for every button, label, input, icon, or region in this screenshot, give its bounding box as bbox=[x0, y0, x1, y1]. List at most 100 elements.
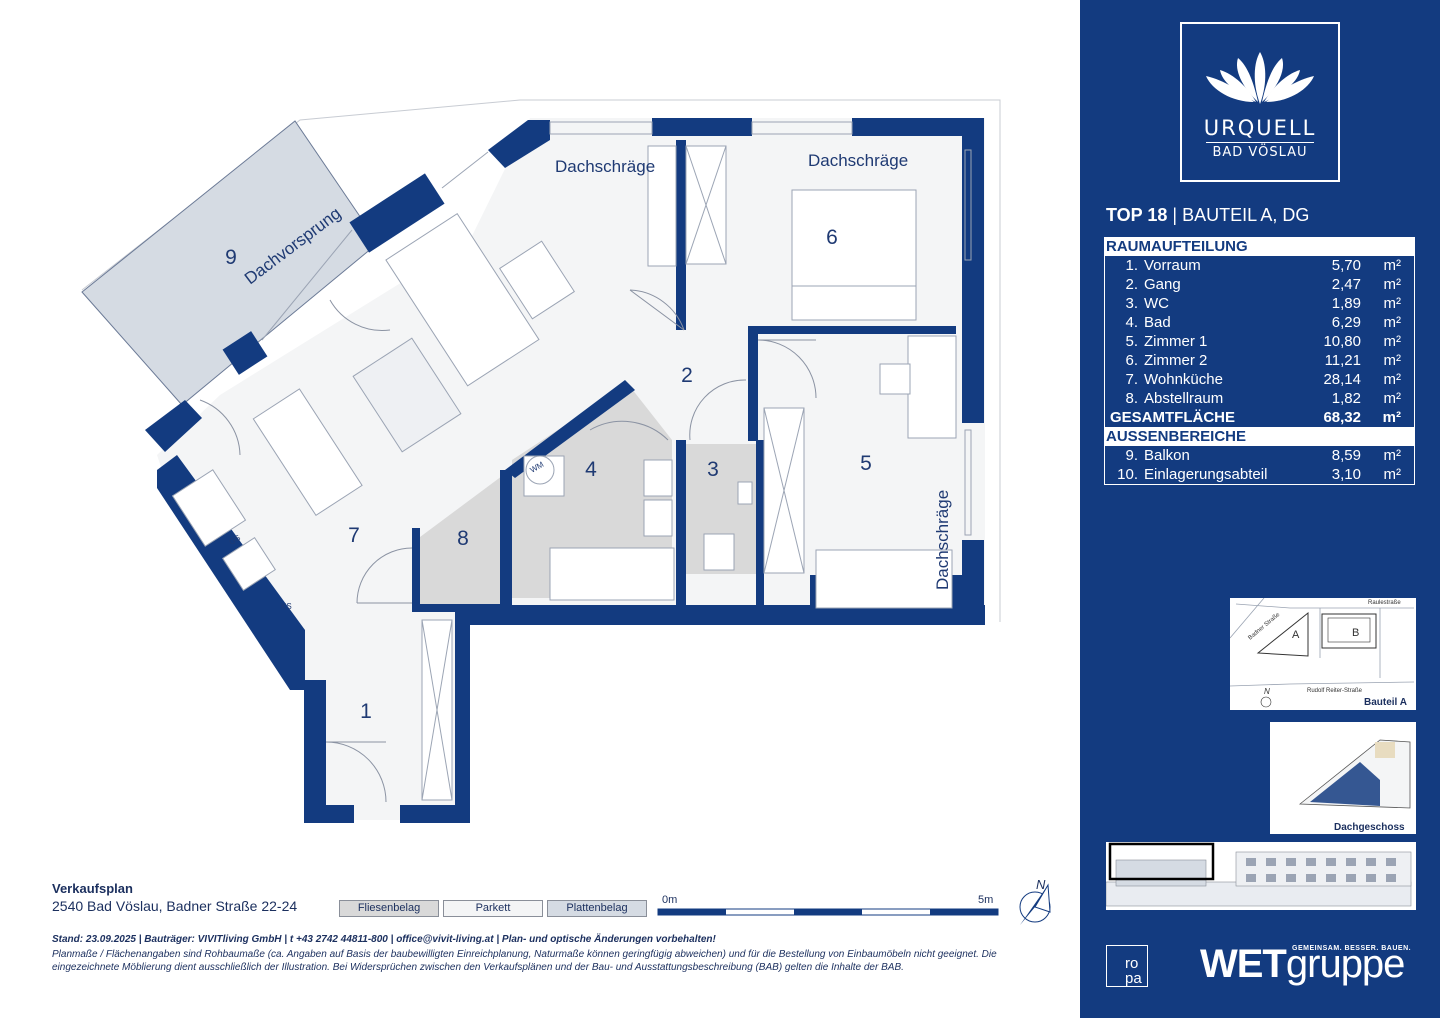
legend-parkett: Parkett bbox=[443, 900, 543, 917]
row-area: 5,70 bbox=[1331, 257, 1361, 274]
row-number: 6. bbox=[1125, 352, 1138, 369]
project-address: 2540 Bad Vöslau, Badner Straße 22-24 bbox=[52, 898, 298, 914]
room-number: 2 bbox=[681, 364, 693, 387]
row-name: WC bbox=[1144, 295, 1169, 312]
unit-number: TOP 18 bbox=[1106, 205, 1168, 225]
floor-map-drawing: Dachgeschoss bbox=[1298, 739, 1411, 833]
row-unit: m² bbox=[1383, 447, 1402, 464]
floor-map-caption: Dachgeschoss bbox=[1334, 822, 1405, 833]
roppa-text-1: ro bbox=[1125, 955, 1139, 972]
north-label: N bbox=[1036, 877, 1046, 892]
row-number: 10. bbox=[1117, 466, 1138, 483]
windows bbox=[261, 121, 972, 536]
row-number: 1. bbox=[1125, 257, 1138, 274]
row-number: 4. bbox=[1125, 314, 1138, 331]
row-number: 9. bbox=[1125, 447, 1138, 464]
site-map-drawing: Raulestraße Badner Straße Rudolf Reiter-… bbox=[1229, 597, 1415, 708]
street-label-top: Raulestraße bbox=[1368, 600, 1401, 606]
row-area: 28,14 bbox=[1323, 371, 1361, 388]
row-unit: m² bbox=[1383, 257, 1402, 274]
row-unit: m² bbox=[1383, 466, 1402, 483]
row-area: 11,21 bbox=[1324, 352, 1361, 369]
row-area: 2,47 bbox=[1331, 276, 1361, 293]
raumaufteilung-heading: RAUMAUFTEILUNG bbox=[1104, 237, 1415, 256]
row-name: Einlagerungsabteil bbox=[1144, 466, 1268, 483]
wet-slogan: GEMEINSAM. BESSER. BAUEN. bbox=[1292, 945, 1412, 952]
row-unit: m² bbox=[1383, 371, 1402, 388]
unit-highlight-frame bbox=[1108, 842, 1215, 881]
total-unit: m² bbox=[1382, 409, 1401, 426]
table-row: 3. WC 1,89 m² bbox=[1104, 294, 1415, 313]
room-number: 4 bbox=[585, 458, 597, 481]
logo-subtitle: BAD VÖSLAU bbox=[1212, 145, 1308, 160]
row-unit: m² bbox=[1383, 295, 1402, 312]
wet-gruppe-logo: WETgruppe bbox=[1200, 942, 1405, 987]
scale-start-label: 0m bbox=[662, 894, 677, 906]
row-name: Zimmer 2 bbox=[1144, 352, 1208, 369]
street-label-left: Badner Straße bbox=[1247, 611, 1281, 641]
disclaimer-text: Planmaße / Flächenangaben sind Rohbaumaß… bbox=[52, 949, 997, 973]
roof-slope-label: Dachschräge bbox=[808, 151, 908, 170]
site-map-panel: Raulestraße Badner Straße Rudolf Reiter-… bbox=[1229, 597, 1416, 710]
wet-logo-bold: WET bbox=[1200, 942, 1287, 986]
table-row: 10. Einlagerungsabteil 3,10 m² bbox=[1104, 465, 1415, 484]
row-name: Vorraum bbox=[1144, 257, 1201, 274]
row-area: 8,59 bbox=[1331, 447, 1361, 464]
fridge-label: KS bbox=[281, 602, 292, 611]
logo-name: URQUELL bbox=[1203, 116, 1317, 140]
row-number: 7. bbox=[1125, 371, 1138, 388]
site-north-label: N bbox=[1264, 687, 1270, 696]
furniture bbox=[171, 145, 957, 801]
scale-end-label: 5m bbox=[978, 894, 993, 906]
table-row: 1. Vorraum 5,70 m² bbox=[1104, 256, 1415, 275]
urquell-logo: URQUELL BAD VÖSLAU bbox=[1180, 22, 1340, 182]
row-unit: m² bbox=[1383, 314, 1402, 331]
roppa-text-2: pa bbox=[1125, 970, 1142, 987]
row-name: Abstellraum bbox=[1144, 390, 1224, 407]
building-b-label: B bbox=[1352, 627, 1359, 639]
row-number: 8. bbox=[1125, 390, 1138, 407]
row-area: 1,89 bbox=[1331, 295, 1361, 312]
scale-bar: 0m 5m bbox=[657, 894, 999, 916]
room-number: 6 bbox=[826, 226, 838, 249]
row-name: Zimmer 1 bbox=[1144, 333, 1208, 350]
logo-divider bbox=[1206, 142, 1314, 143]
north-arrow-icon: N bbox=[1019, 877, 1051, 925]
row-number: 3. bbox=[1125, 295, 1138, 312]
fountain-icon bbox=[1206, 52, 1314, 104]
info-sidebar: URQUELL BAD VÖSLAU TOP 18 | BAUTEIL A, D… bbox=[1080, 0, 1440, 1018]
row-unit: m² bbox=[1383, 276, 1402, 293]
aussenbereiche-heading: AUSSENBEREICHE bbox=[1104, 427, 1415, 446]
row-name: Bad bbox=[1144, 314, 1171, 331]
row-area: 1,82 bbox=[1331, 390, 1361, 407]
floor-map-panel: Dachgeschoss bbox=[1270, 722, 1416, 834]
row-name: Gang bbox=[1144, 276, 1181, 293]
row-name: Balkon bbox=[1144, 447, 1190, 464]
storage-floor bbox=[416, 476, 502, 604]
floor-plan-area: 1 2 3 4 5 6 7 8 9 Dachschräge Dachschräg… bbox=[52, 99, 1051, 973]
table-row: 8. Abstellraum 1,82 m² bbox=[1104, 389, 1415, 408]
room-number: 5 bbox=[860, 452, 872, 475]
row-unit: m² bbox=[1383, 390, 1402, 407]
row-area: 3,10 bbox=[1331, 466, 1361, 483]
row-number: 5. bbox=[1125, 333, 1138, 350]
stand-line: Stand: 23.09.2025 | Bauträger: VIVITlivi… bbox=[52, 934, 716, 945]
total-label: GESAMTFLÄCHE bbox=[1110, 409, 1235, 426]
floor-plan-drawing: 1 2 3 4 5 6 7 8 9 Dachschräge Dachschräg… bbox=[81, 99, 1051, 925]
unit-bauteil: BAUTEIL A, DG bbox=[1182, 205, 1310, 225]
room-number: 7 bbox=[348, 524, 360, 547]
row-area: 6,29 bbox=[1331, 314, 1361, 331]
unit-separator: | bbox=[1167, 205, 1183, 225]
plan-type-title: Verkaufsplan bbox=[52, 881, 133, 896]
row-area: 10,80 bbox=[1323, 333, 1361, 350]
table-row: 4. Bad 6,29 m² bbox=[1104, 313, 1415, 332]
roppa-logo: ro pa bbox=[1106, 945, 1148, 987]
unit-title: TOP 18 | BAUTEIL A, DG bbox=[1106, 205, 1309, 226]
room-number: 3 bbox=[707, 458, 719, 481]
table-row: 9. Balkon 8,59 m² bbox=[1104, 446, 1415, 465]
